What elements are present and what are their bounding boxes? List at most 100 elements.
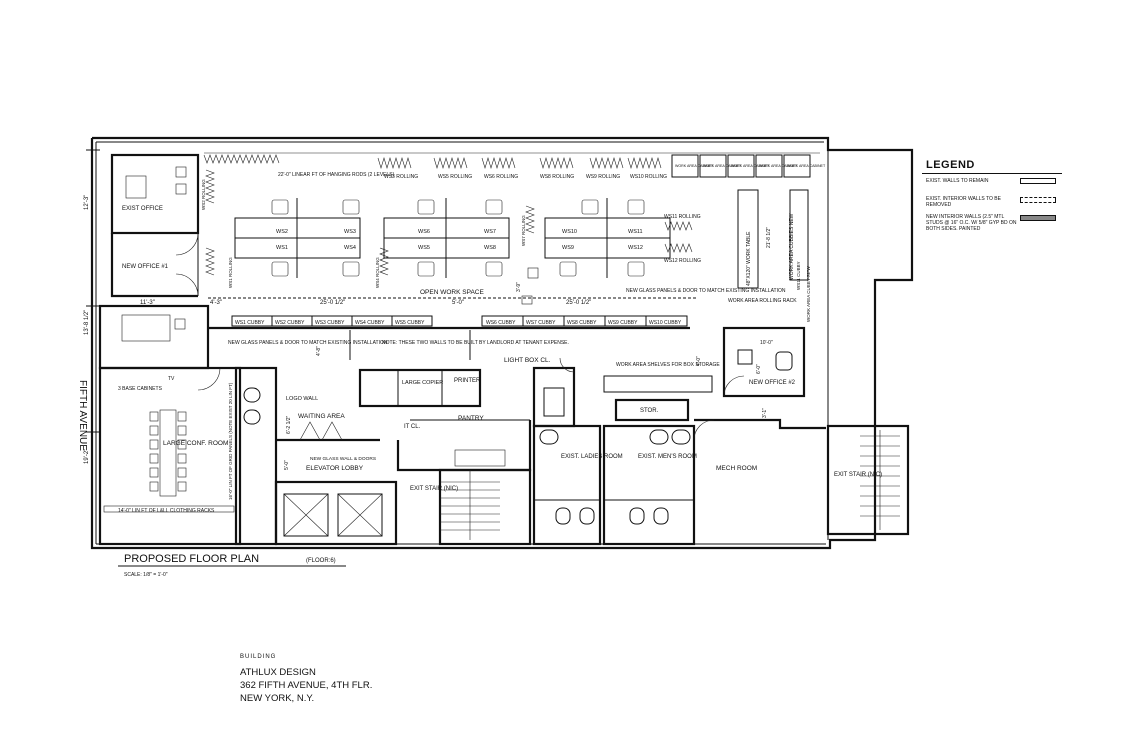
dim-label: 25'-0 1/2" [320,300,345,306]
label-exit-stair-center: EXIT STAIR (NIC) [410,486,458,492]
label-open-work-space: OPEN WORK SPACE [420,289,484,296]
cubby-label: WS7 CUBBY [526,320,556,326]
note-clothing-racks: 14'-0" LIN FT OF L&LL CLOTHING RACKS [118,508,215,514]
legend-swatch-gray [1020,215,1056,221]
workstation-labels: WS1 WS2 WS3 WS4 WS5 WS6 WS7 WS8 WS9 WS10… [276,229,643,251]
cubby-label: WS6 CUBBY [486,320,516,326]
cubby-label: WS2 CUBBY [275,320,305,326]
label-printer: PRINTER [454,378,481,384]
rolling-label: WS2 ROLLING [201,179,206,210]
rolling-label: WS1 ROLLING [228,257,233,288]
plan-scale: SCALE: 1/8" = 1'-0" [124,572,168,578]
ws-label: WS4 [344,245,356,251]
rolling-label: WS4 ROLLING [375,257,380,288]
dim-label: 11'-3" [140,300,155,306]
cubby-label: WS10 CUBBY [649,320,682,326]
ws-label: WS6 [418,229,430,235]
plan-notes: 22'-0" LINEAR FT OF HANGING RODS (2 LEVE… [118,172,811,514]
label-new-office-2: NEW OFFICE #2 [749,380,796,386]
rolling-label: WS12 ROLLING [664,258,701,264]
dim-label: 10'-0" [760,340,773,346]
rolling-label: WS3 ROLLING [384,174,418,180]
plan-title-text: PROPOSED FLOOR PLAN [124,553,259,565]
rolling-label: WS7 ROLLING [521,215,526,246]
cubby-label: WS8 CUBBY [567,320,597,326]
note-shelves: WORK AREA SHELVES FOR BOX STORAGE [616,362,720,368]
note-hanging-rods: 22'-0" LINEAR FT OF HANGING RODS (2 LEVE… [278,172,395,178]
dim-label: 21'-8 1/2" [766,227,772,248]
label-pantry: PANTRY [458,415,484,422]
label-street: FIFTH AVENUE [77,380,88,451]
label-stor: STOR. [640,408,659,414]
dimensions: 12'-3" 13'-8 1/2" 19'-2" 11'-3" 4'-3" 25… [84,195,773,470]
ws-label: WS2 [276,229,288,235]
dim-label: 4'-3" [210,300,222,306]
label-base-cabinets: 3 BASE CABINETS [118,386,163,392]
dim-label: 12'-3" [84,195,90,210]
label-elevator-lobby: ELEVATOR LOBBY [306,465,364,472]
legend-rule [922,173,1062,174]
building-name: ATHLUX DESIGN [240,667,316,678]
cabinet-label: WORK AREA CABINET [675,164,714,168]
workstation-clusters [234,189,809,305]
ws-label: WS9 [562,245,574,251]
rolling-labels: WS3 ROLLING WS5 ROLLING WS6 ROLLING WS8 … [201,174,701,288]
note-landlord: NOTE: THESE TWO WALLS TO BE BUILT BY LAN… [382,340,569,346]
dim-label: 5'-0" [284,460,290,470]
plan-floor: (FLOOR:6) [306,558,336,564]
rolling-label: WS10 ROLLING [630,174,667,180]
cabinet-row [671,154,811,178]
label-large-copier: LARGE COPIER [402,380,443,386]
label-it-cl: IT CL. [404,424,421,430]
label-new-office-1: NEW OFFICE #1 [122,264,169,270]
legend-item-3: NEW INTERIOR WALLS (2.5" MTL STUDS @ 16"… [926,214,1017,232]
hanging-rods [203,152,820,276]
note-glass-left: NEW GLASS PANELS & DOOR TO MATCH EXISTIN… [228,340,388,346]
ws-label: WS3 [344,229,356,235]
dim-label: 19'-2" [84,449,90,464]
dim-label: 4'-8" [316,346,322,356]
cubby-rows [208,315,690,360]
legend-swatch-solid [1020,178,1056,184]
cubby-label: WS4 CUBBY [355,320,385,326]
dim-label: 3'-9" [516,282,522,292]
label-mens-room: EXIST. MEN'S ROOM [638,454,697,460]
rolling-label: WS6 ROLLING [484,174,518,180]
interior-walls [208,297,910,546]
rolling-label: WS5 ROLLING [438,174,472,180]
label-waiting-area: WAITING AREA [298,413,345,420]
label-light-box: LIGHT BOX CL. [504,357,551,364]
plan-title: PROPOSED FLOOR PLAN (FLOOR:6) SCALE: 1/8… [118,553,346,578]
cubby-labels: WS1 CUBBY WS2 CUBBY WS3 CUBBY WS4 CUBBY … [235,261,801,326]
rolling-label: WS9 ROLLING [586,174,620,180]
ws-label: WS1 [276,245,288,251]
ws-label: WS10 [562,229,577,235]
cabinet-labels: WORK AREA CABINET WORK AREA CABINET WORK… [675,164,826,168]
left-offices [98,153,242,546]
legend-item-2: EXIST. INTERIOR WALLS TO BE REMOVED [926,196,1001,208]
legend-swatch-dashed [1020,197,1056,203]
cabinet-label: WORK AREA CABINET [787,164,826,168]
building-address: 362 FIFTH AVENUE, 4TH FLR. [240,680,373,691]
cabinet-label: WORK AREA CABINET [703,164,742,168]
dim-label: 25'-0 1/2" [566,300,591,306]
dim-label: 6'-0" [756,364,762,374]
dim-label: 13'-8 1/2" [84,310,90,335]
note-cubby-area: WORK AREA CUBBY 72"W [806,265,811,322]
note-rolling-rack: WORK AREA ROLLING RACK [728,298,797,304]
note-glass-right: NEW GLASS PANELS & DOOR TO MATCH EXISTIN… [626,288,786,294]
rolling-label: WS11 ROLLING [664,214,701,220]
cubby-label: WS11 CUBBY [796,261,801,290]
label-ladies-room: EXIST. LADIES ROOM [561,454,623,460]
legend-title: LEGEND [926,159,975,171]
label-tv: TV [168,376,175,382]
dim-label: 3'-1" [762,408,768,418]
cubby-label: WS5 CUBBY [395,320,425,326]
ws-label: WS12 [628,245,643,251]
note-grid-panels: 16'-0" LIN FT OF GRID PANELS (NOTE EXIST… [228,382,233,500]
dim-label: 6'-2 1/2" [286,415,292,434]
rolling-label: WS8 ROLLING [540,174,574,180]
note-cubbies-new: WORK AREA CUBBIES NEW [789,213,795,280]
dim-label: 4'-0" [696,356,702,366]
